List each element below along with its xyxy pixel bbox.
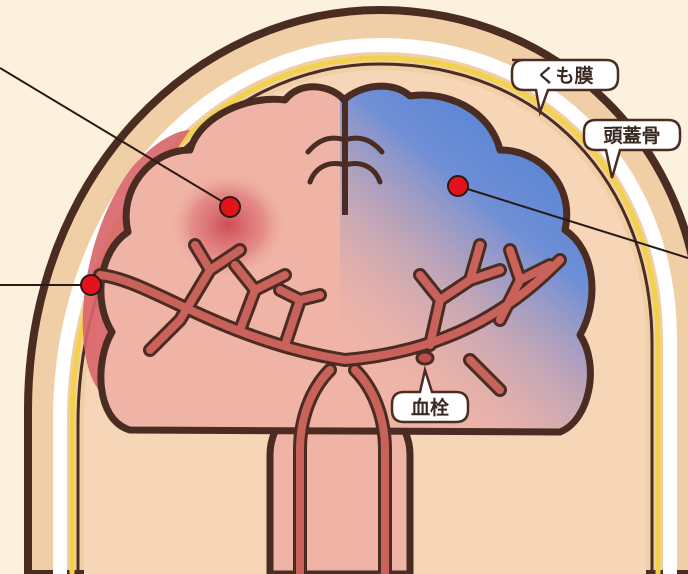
ischemia-point-right [448, 176, 468, 196]
hemorrhage-point-left [81, 275, 101, 295]
hemorrhage-point-center [220, 197, 240, 217]
arachnoid-label-text: くも膜 [536, 64, 593, 87]
thrombus-label-text: 血栓 [411, 396, 449, 419]
skull-label-text: 頭蓋骨 [603, 124, 660, 147]
thrombus [417, 352, 433, 364]
